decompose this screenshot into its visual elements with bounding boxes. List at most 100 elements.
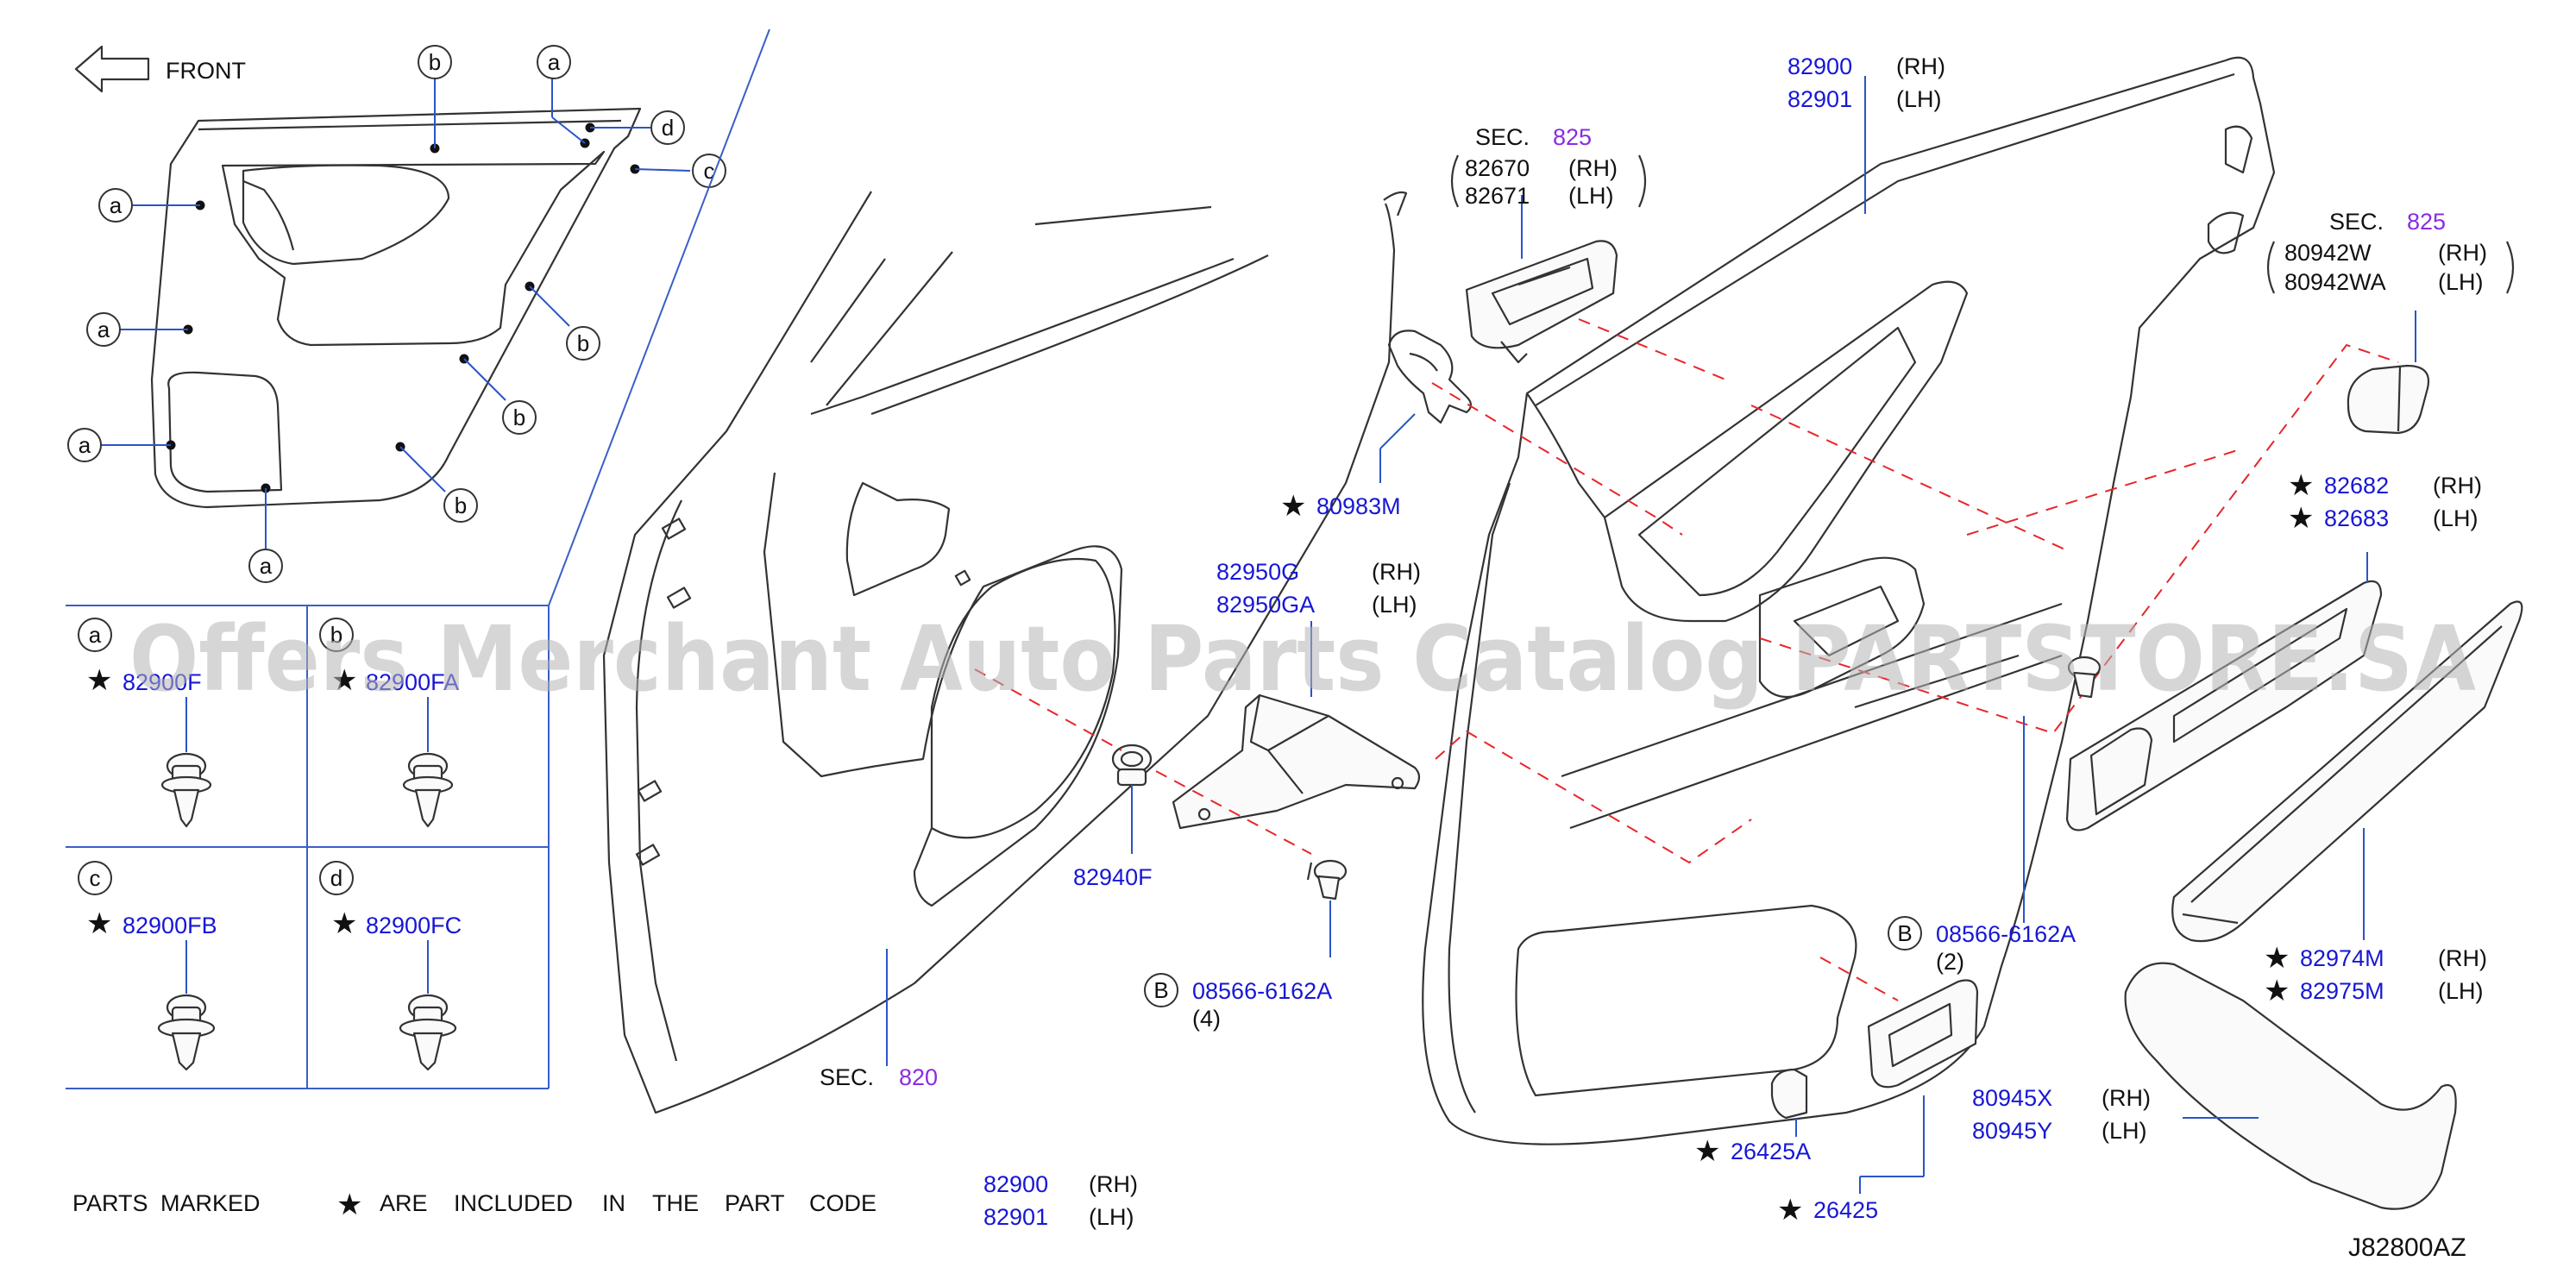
svg-text:THE: THE	[652, 1190, 699, 1216]
callout-a-bottom: a	[248, 549, 283, 583]
rh-82670: (RH)	[1568, 155, 1618, 181]
part-82901-top[interactable]: 82901	[1787, 86, 1852, 112]
svg-text:b: b	[577, 330, 589, 356]
svg-text:B: B	[1897, 920, 1912, 946]
svg-text:d: d	[662, 115, 674, 141]
part-80942W[interactable]: 80942W	[2284, 240, 2372, 266]
rh-80942W: (RH)	[2438, 240, 2487, 266]
clip-table	[66, 28, 770, 1089]
star-icon: ★	[1280, 490, 1306, 523]
part-82975M[interactable]: 82975M	[2300, 978, 2384, 1004]
rh-82682: (RH)	[2433, 473, 2482, 499]
part-80983M[interactable]: 80983M	[1316, 493, 1401, 519]
part-82670[interactable]: 82670	[1465, 155, 1530, 181]
svg-text:b: b	[429, 49, 441, 75]
clip-c-icon	[157, 994, 216, 1071]
part-80945X[interactable]: 80945X	[1972, 1085, 2052, 1111]
svg-text:B: B	[1153, 977, 1168, 1003]
clip-a-icon	[160, 752, 212, 828]
svg-text:d: d	[330, 865, 342, 891]
footer-note: PARTS MARKED ★ ARE INCLUDED IN THE PART …	[72, 1189, 876, 1221]
rh-82950G: (RH)	[1372, 559, 1421, 585]
star-icon: ★	[2288, 469, 2314, 502]
star-icon: ★	[2264, 975, 2290, 1007]
part-26425A[interactable]: 26425A	[1731, 1139, 1811, 1164]
part-82900-bottom[interactable]: 82900	[983, 1171, 1048, 1197]
callout-c-table: c	[78, 861, 112, 895]
door-trim-panel	[1422, 56, 2276, 1145]
callout-b-2: b	[502, 400, 537, 435]
star-icon: ★	[1777, 1194, 1803, 1227]
rh-82974M: (RH)	[2438, 945, 2487, 971]
bulb-26425a-part	[1770, 1068, 1808, 1120]
bracket-close	[2506, 241, 2515, 294]
svg-text:MARKED: MARKED	[160, 1190, 261, 1216]
dashed-guides	[974, 318, 2399, 1001]
svg-text:INCLUDED: INCLUDED	[454, 1190, 573, 1216]
door-inner-panel	[602, 191, 1408, 1114]
lh-82950GA: (LH)	[1372, 592, 1417, 618]
callout-a-table: a	[78, 618, 112, 652]
star-icon: ★	[331, 664, 357, 697]
svg-text:b: b	[513, 405, 525, 430]
svg-text:ARE: ARE	[380, 1190, 428, 1216]
sec-820-word: SEC.	[820, 1064, 874, 1090]
callout-a-left1: a	[98, 188, 133, 223]
part-82900FB[interactable]: 82900FB	[123, 913, 217, 938]
part-80945Y[interactable]: 80945Y	[1972, 1118, 2052, 1144]
svg-text:a: a	[79, 432, 91, 458]
front-arrow-icon	[74, 45, 150, 93]
star-icon: ★	[1694, 1135, 1720, 1168]
callout-B-4: B	[1144, 973, 1178, 1007]
front-label: FRONT	[166, 58, 246, 84]
part-08566-2[interactable]: 08566-6162A	[1936, 921, 2076, 947]
svg-text:a: a	[89, 622, 102, 648]
part-82950GA[interactable]: 82950GA	[1216, 592, 1315, 618]
svg-text:c: c	[704, 158, 715, 184]
sec-820-link[interactable]: 820	[899, 1064, 938, 1090]
svg-text:PARTS: PARTS	[72, 1190, 148, 1216]
armrest-82974m-part	[2171, 600, 2523, 943]
diagram-code: J82800AZ	[2348, 1233, 2466, 1262]
svg-text:a: a	[97, 317, 110, 342]
svg-text:IN: IN	[602, 1190, 625, 1216]
bracket-open	[2266, 241, 2275, 294]
part-82950G[interactable]: 82950G	[1216, 559, 1299, 585]
bracket-82950g-part	[1172, 693, 1421, 830]
callout-B-2: B	[1888, 916, 1922, 951]
part-82900-top[interactable]: 82900	[1787, 53, 1852, 79]
sec-825-link-a[interactable]: 825	[1553, 124, 1592, 150]
inset-door-outline	[150, 107, 642, 509]
inner-handle-80942w-part	[2347, 364, 2430, 435]
part-82940F[interactable]: 82940F	[1073, 864, 1153, 890]
qty-4: (4)	[1192, 1006, 1221, 1032]
watermark: Offers Merchant Auto Parts Catalog PARTS…	[129, 606, 2476, 712]
sec-825-word-b: SEC.	[2329, 209, 2384, 235]
part-82974M[interactable]: 82974M	[2300, 945, 2384, 971]
callout-b-table: b	[319, 618, 354, 652]
part-82900FA[interactable]: 82900FA	[366, 669, 459, 695]
part-82682[interactable]: 82682	[2324, 473, 2389, 499]
part-82900F[interactable]: 82900F	[123, 669, 202, 695]
svg-text:CODE: CODE	[809, 1190, 876, 1216]
sec-825-link-b[interactable]: 825	[2407, 209, 2446, 235]
lh-82901-top: (LH)	[1896, 86, 1942, 112]
svg-text:a: a	[260, 553, 273, 579]
part-82901-bottom[interactable]: 82901	[983, 1204, 1048, 1230]
part-26425[interactable]: 26425	[1813, 1197, 1878, 1223]
part-82900FC[interactable]: 82900FC	[366, 913, 462, 938]
part-82683[interactable]: 82683	[2324, 505, 2389, 531]
lamp-26425-part	[1867, 979, 1979, 1089]
rh-82900-top: (RH)	[1896, 53, 1945, 79]
screw-4-part	[1306, 859, 1348, 900]
part-08566-4[interactable]: 08566-6162A	[1192, 978, 1332, 1004]
star-icon: ★	[2288, 502, 2314, 535]
cable-80983m-part	[1387, 329, 1473, 424]
bracket-open	[1450, 154, 1459, 208]
callout-d-table: d	[319, 861, 354, 895]
svg-text:b: b	[455, 493, 467, 518]
callout-a-left2: a	[86, 312, 121, 347]
part-82671[interactable]: 82671	[1465, 183, 1530, 209]
part-80942WA[interactable]: 80942WA	[2284, 269, 2386, 295]
